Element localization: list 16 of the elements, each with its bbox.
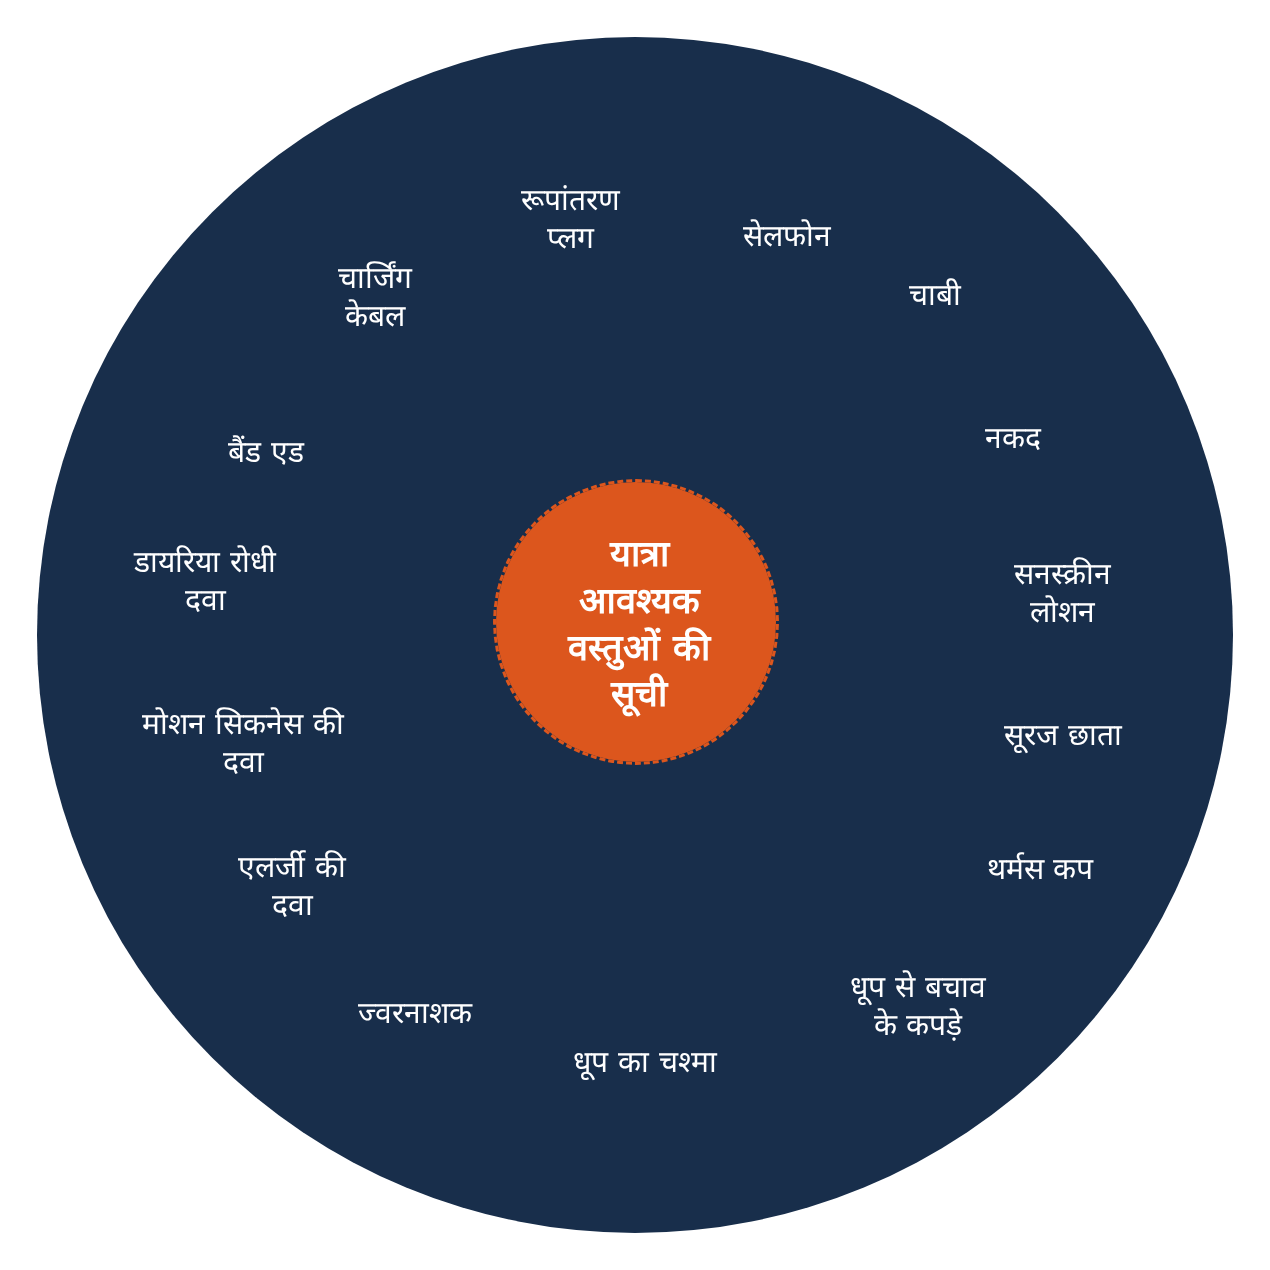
item-text: डायरिया रोधी दवा xyxy=(132,542,278,618)
item-text: थर्मस कप xyxy=(985,850,1095,888)
item-text: एलर्जी की दवा xyxy=(237,847,348,923)
item-text: नकद xyxy=(984,419,1043,457)
title-text: यात्रा आवश्यक वस्तुओं की सूची xyxy=(566,532,713,719)
item-text: सेलफोन xyxy=(742,217,832,255)
item-text: बैंड एड xyxy=(227,433,306,471)
item-text: चार्जिंग केबल xyxy=(337,258,414,334)
item-text: रूपांतरण प्लग xyxy=(519,180,621,256)
item-text: धूप का चश्मा xyxy=(572,1043,719,1081)
item-text: चाबी xyxy=(908,276,963,314)
item-text: सूरज छाता xyxy=(1003,716,1124,754)
item-text: धूप से बचाव के कपड़े xyxy=(849,967,987,1043)
item-text: ज्वरनाशक xyxy=(357,994,474,1032)
item-text: सनस्क्रीन लोशन xyxy=(1012,554,1112,630)
item-text: मोशन सिकनेस की दवा xyxy=(141,704,346,780)
